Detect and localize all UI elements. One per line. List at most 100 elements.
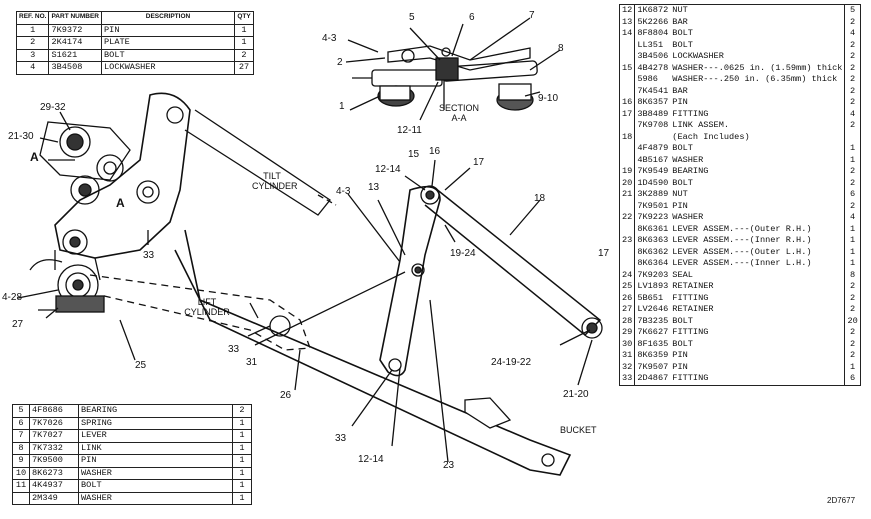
ref-no: 1 [15,23,50,37]
header-ref-no: REF. NO. [15,11,50,25]
quantity: 2 [844,166,861,178]
ref-no: 10 [12,466,30,480]
callout-18: 18 [534,193,546,204]
callout-33-frame: 33 [143,250,155,261]
ref-no: 16 [619,97,636,109]
ref-no [619,85,636,97]
description: PIN [101,23,235,37]
part-number [635,132,670,144]
part-number: 7K9500 [29,454,79,468]
ref-no [619,246,636,258]
callout-17-top: 17 [473,157,485,168]
ref-no [619,258,636,270]
quantity: 2 [844,120,861,132]
callout-26: 26 [280,390,292,401]
description: SPRING [78,416,233,430]
description: BOLT [670,39,846,51]
tilt-cylinder-label: TILT CYLINDER [252,171,298,191]
section-a-a-drawing [352,45,538,111]
quantity [844,131,861,143]
description: WASHER [670,212,846,224]
description: NUT [670,4,846,17]
description: BAR [670,16,846,28]
description: SEAL [670,269,846,281]
callout-12-14-bottom: 12-14 [358,454,384,465]
callout-12-14-top: 12-14 [375,164,401,175]
callout-15: 15 [408,149,420,160]
part-number: 2D4867 [637,373,669,384]
description: RETAINER [670,304,846,316]
part-number: 7K9372 [48,23,102,37]
description: FITTING [670,108,846,120]
header-qty: QTY [234,11,254,25]
part-number: 1K6872 [637,5,669,16]
ref-no: 24 [619,269,636,281]
callout-4-3-mid: 4-3 [336,186,351,197]
description: PLATE [101,36,235,50]
ref-no: 13 [619,16,636,28]
ref-no [619,143,636,155]
quantity: 1 [232,466,252,480]
part-number: 5986 [637,74,658,85]
description: LOCKWASHER [670,51,846,63]
callout-5: 5 [409,12,415,23]
description: WASHER---.250 in. (6.35mm) thick [670,74,846,86]
quantity: 2 [844,39,861,51]
quantity: 1 [844,258,861,270]
description: BOLT [78,479,233,493]
part-number: 7K4541 [637,85,669,96]
description: (Each Includes) [670,131,846,143]
ref-no: 21 [619,189,636,201]
description: PIN [670,361,846,373]
ref-no: 14 [619,28,636,40]
callout-8: 8 [558,43,564,54]
quantity: 1 [234,36,254,50]
ref-no [619,120,636,132]
part-number: 7K9203 [637,269,669,280]
lift-cylinder-label: LIFT CYLINDER [184,297,230,317]
ref-no: 20 [619,177,636,189]
section-title: SECTION [439,103,480,113]
part-number: 7K9501 [637,200,669,211]
ref-no: 5 [12,404,30,418]
quantity: 2 [844,338,861,350]
description: WASHER [670,154,846,166]
callout-section-a-right: A [116,196,125,210]
description: PIN [670,200,846,212]
quantity: 2 [844,200,861,212]
part-number: 3K2889 [637,189,669,200]
part-number: 4F8686 [29,404,79,418]
section-label: SECTION A-A [439,103,480,124]
part-number: LV1893 [637,281,669,292]
description: LINK [78,441,233,455]
description: BOLT [670,143,846,155]
description: BEARING [670,166,846,178]
quantity: 2 [844,281,861,293]
quantity: 2 [844,16,861,28]
quantity: 2 [844,304,861,316]
table-row: 18 (Each Includes) [619,131,861,144]
part-number: 5K2266 [637,16,669,27]
description: LEVER ASSEM.---(Inner R.H.) [670,235,846,247]
quantity: 4 [844,212,861,224]
callout-12-11: 12-11 [397,125,422,136]
quantity: 1 [844,143,861,155]
part-number: 4B4278 [637,62,669,73]
quantity: 4 [844,28,861,40]
callout-6: 6 [469,12,475,23]
ref-no: 18 [619,131,636,143]
